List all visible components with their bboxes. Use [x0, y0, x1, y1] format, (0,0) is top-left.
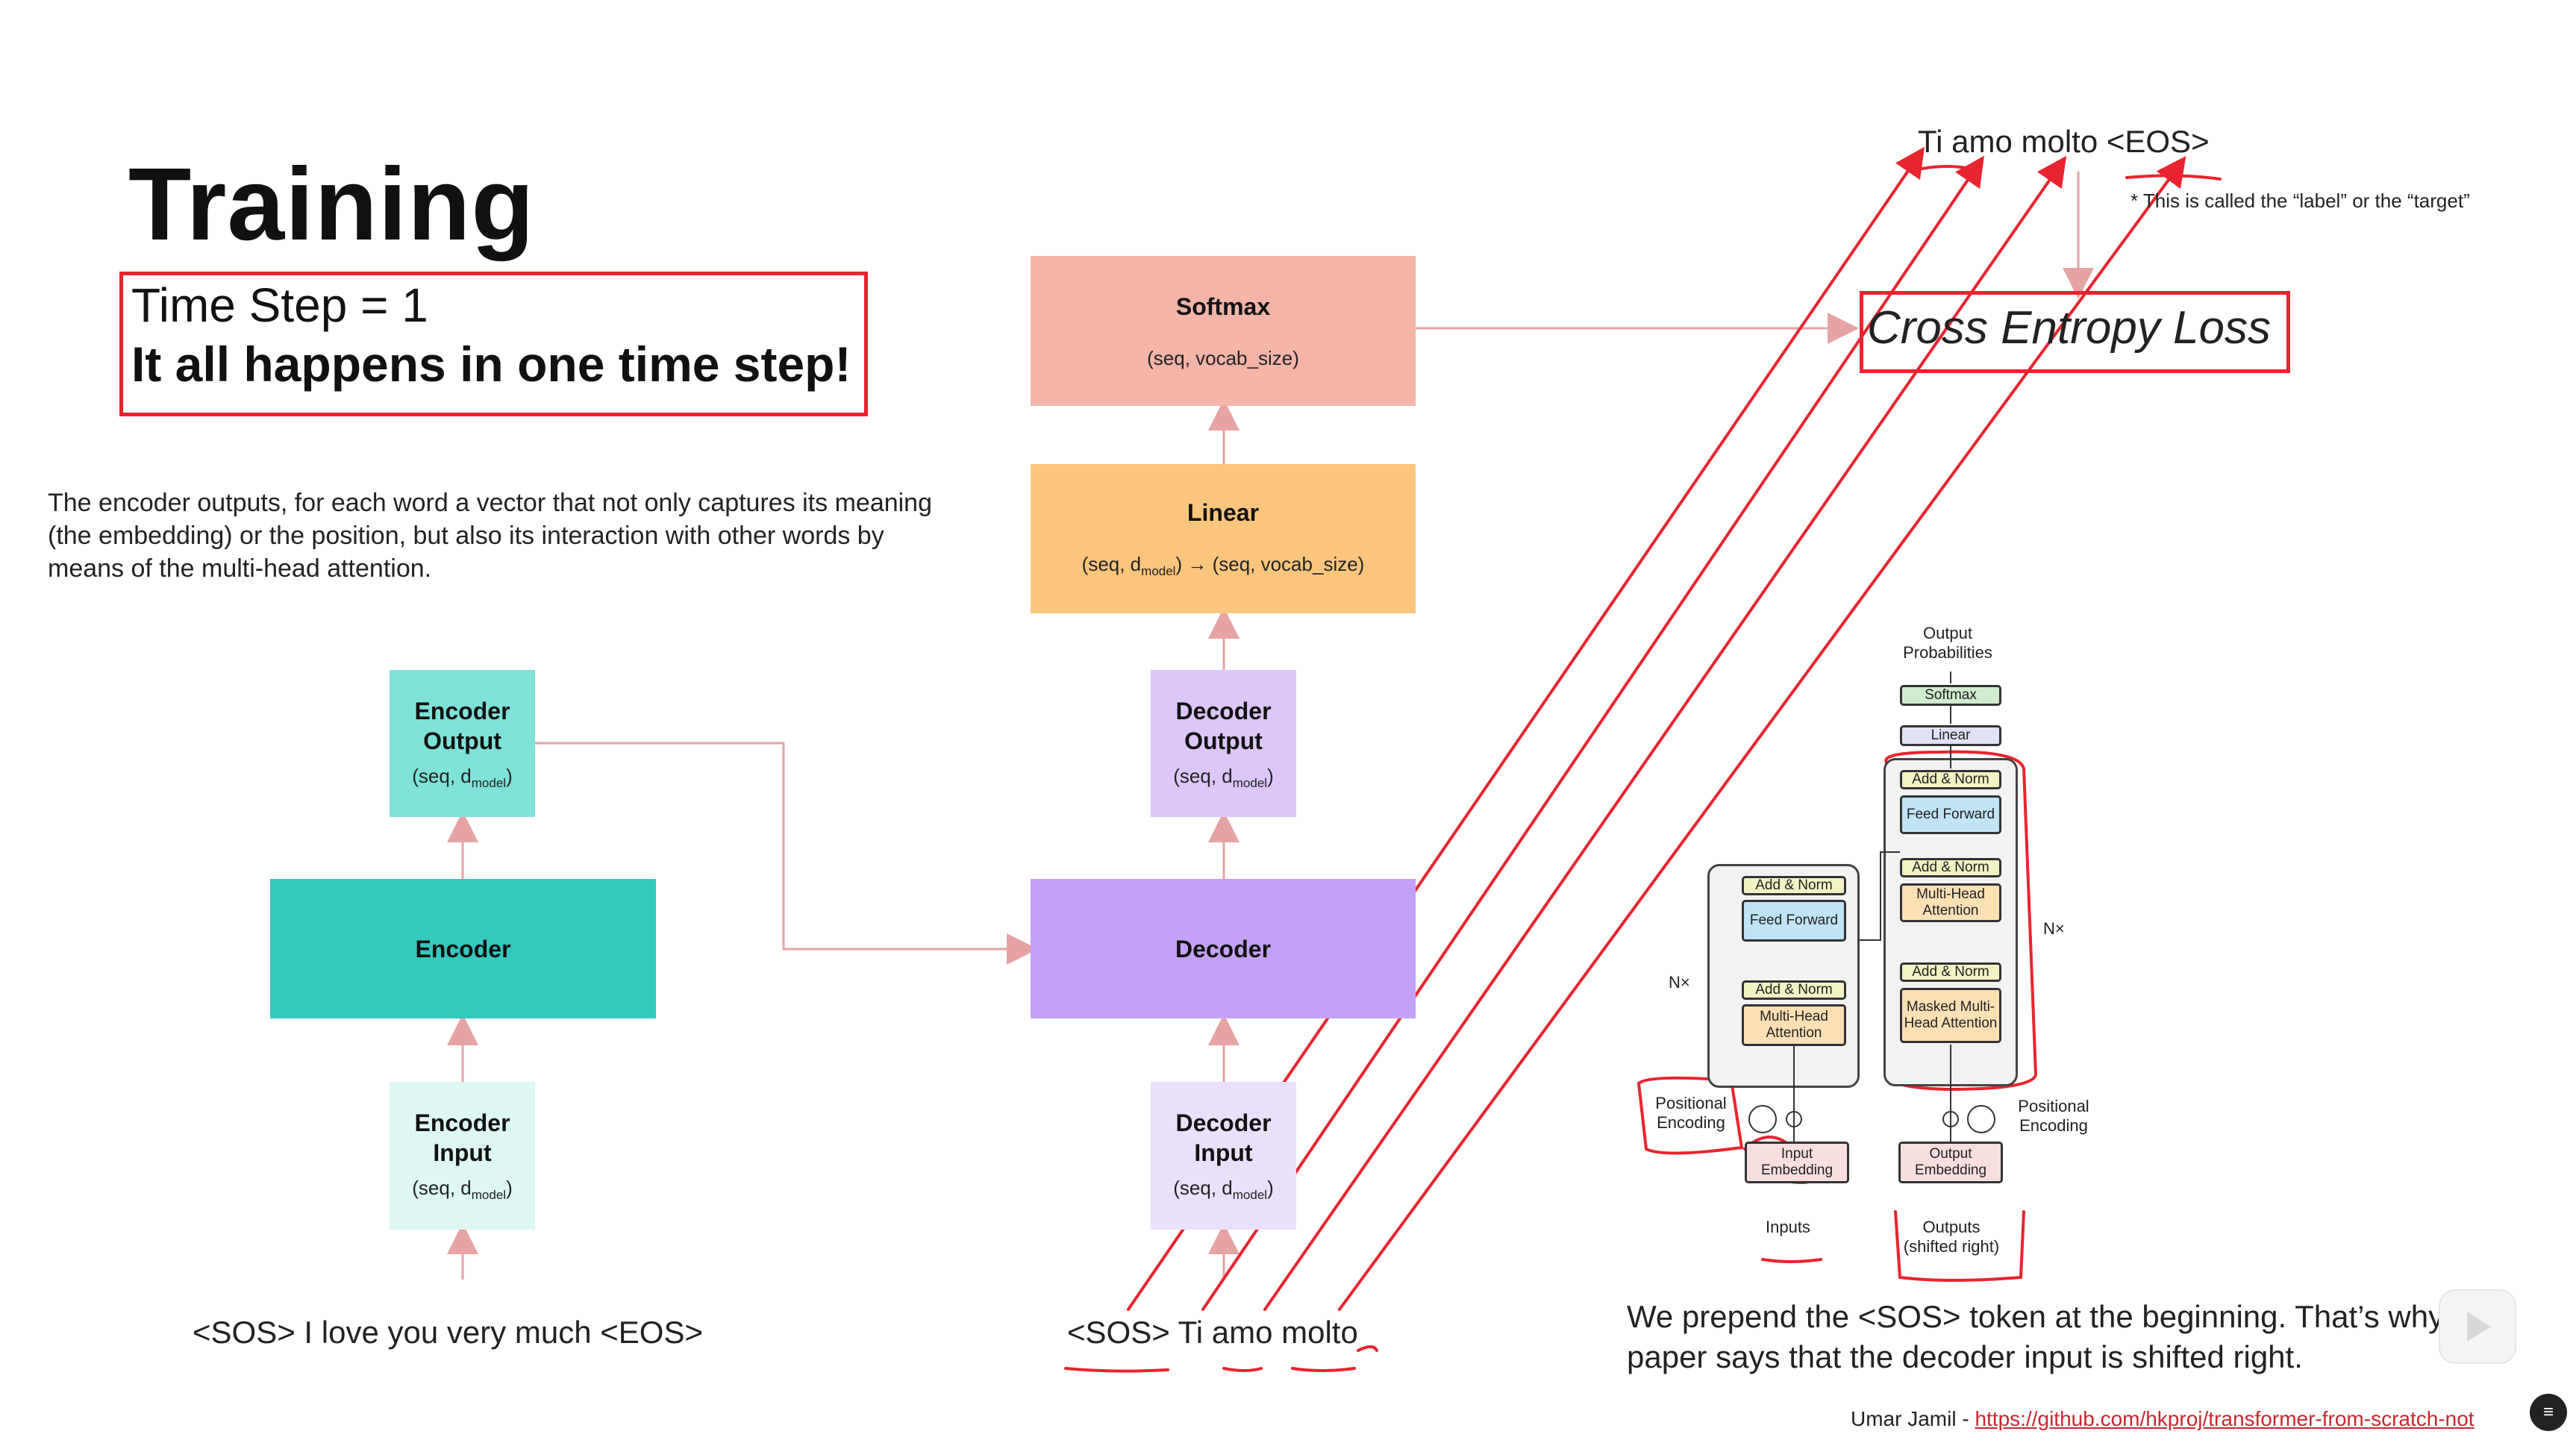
decoder-sentence: <SOS> Ti amo molto	[1067, 1315, 1358, 1350]
mini-dec-masked-attention: Masked Multi-Head Attention	[1900, 988, 2001, 1043]
annotation-inputs-underline	[1761, 1258, 1822, 1263]
encoder-description: The encoder outputs, for each word a vec…	[48, 489, 933, 583]
play-button[interactable]	[2439, 1289, 2516, 1364]
annotation-outputs-circle	[1894, 1210, 2025, 1282]
mini-dec-feed-forward: Feed Forward	[1900, 795, 2001, 834]
underline-amo	[1291, 1367, 1356, 1372]
decoder-block: Decoder	[1031, 879, 1416, 1018]
mini-softmax: Softmax	[1900, 685, 2001, 706]
annotation-decoder-circle	[1884, 750, 2038, 1092]
mini-input-embedding: Input Embedding	[1745, 1142, 1849, 1183]
loss-label: Cross Entropy Loss	[1867, 302, 2271, 354]
mini-nx-left: N×	[1669, 973, 1690, 992]
mini-output-embedding: Output Embedding	[1898, 1142, 2003, 1183]
credit-author: Umar Jamil -	[1851, 1407, 1975, 1430]
annotation-line-amo	[1263, 155, 2067, 1311]
mini-positional-encoding-right: Positional Encoding	[2018, 1097, 2089, 1135]
mini-enc-feed-forward: Feed Forward	[1742, 900, 1846, 942]
underline-sos	[1064, 1367, 1169, 1373]
mini-dec-multi-head-attention: Multi-Head Attention	[1900, 883, 2001, 922]
mini-enc-add-norm-1: Add & Norm	[1742, 980, 1846, 1000]
encoder-block: Encoder	[270, 879, 656, 1018]
time-step-highlight-box	[119, 272, 868, 416]
underline-molto	[1357, 1345, 1378, 1352]
target-sentence: Ti amo molto <EOS>	[1918, 124, 2210, 159]
mini-inputs: Inputs	[1766, 1218, 1810, 1236]
play-icon	[2467, 1312, 2491, 1342]
mini-enc-multi-head-attention: Multi-Head Attention	[1742, 1004, 1846, 1046]
mini-output-probabilities: Output Probabilities	[1903, 624, 1992, 662]
mini-positional-encoding-left: Positional Encoding	[1655, 1094, 1727, 1132]
prepend-note: We prepend the <SOS> token at the beginn…	[1627, 1299, 2497, 1374]
target-note: * This is called the “label” or the “tar…	[2130, 190, 2470, 212]
underline-ti	[1222, 1367, 1263, 1372]
mini-dec-add-norm-2: Add & Norm	[1900, 858, 2001, 877]
time-step-emphasis: It all happens in one time step!	[131, 336, 851, 392]
arrow-enc-output-to-decoder	[535, 742, 1038, 965]
mini-dec-add-norm-1: Add & Norm	[1900, 962, 2001, 982]
annotation-line-ti	[1201, 155, 1984, 1311]
credit-link[interactable]: https://github.com/hkproj/transformer-fr…	[1975, 1407, 2475, 1430]
annotation-posenc-circle	[1636, 1076, 1744, 1155]
subtitle-icon[interactable]: ≡	[2530, 1394, 2567, 1431]
annotation-line-molto	[1338, 156, 2186, 1311]
mini-linear: Linear	[1900, 725, 2001, 746]
mini-dec-add-norm-3: Add & Norm	[1900, 770, 2001, 789]
mini-enc-add-norm-2: Add & Norm	[1742, 876, 1846, 895]
underline-target-ti	[1921, 165, 1972, 170]
encoder-sentence: <SOS> I love you very much <EOS>	[193, 1315, 703, 1350]
linear-block: Linear (seq, dmodel) → (seq, vocab_size)	[1031, 464, 1416, 613]
mini-outputs: Outputs (shifted right)	[1903, 1218, 2000, 1256]
mini-nx-right: N×	[2043, 919, 2065, 938]
page-title: Training	[128, 147, 535, 262]
loss-highlight-box	[1860, 291, 2290, 373]
underline-target-eos	[2125, 174, 2222, 181]
time-step-label: Time Step = 1	[131, 278, 428, 332]
mini-diagram-connectors	[1748, 672, 1995, 1142]
softmax-block: Softmax (seq, vocab_size)	[1031, 256, 1416, 406]
credit-line: Umar Jamil - https://github.com/hkproj/t…	[1851, 1407, 2475, 1431]
